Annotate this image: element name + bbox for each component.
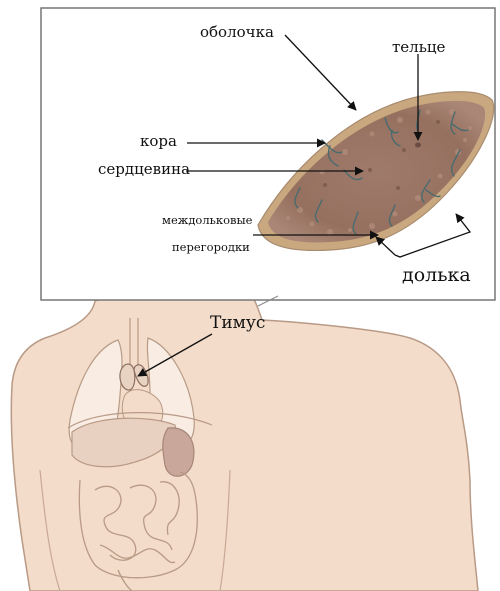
label-medulla: сердцевина <box>98 160 190 178</box>
label-thymus: Тимус <box>210 313 265 333</box>
label-capsule: оболочка <box>200 23 274 41</box>
torso-illustration <box>11 296 478 591</box>
label-cortex: кора <box>140 132 177 150</box>
label-septa-line2: перегородки <box>172 240 250 254</box>
label-lobule: долька <box>402 264 471 286</box>
label-corpuscles: тельце <box>392 38 445 56</box>
thymic-corpuscle <box>415 143 421 148</box>
label-septa-line1: междольковые <box>162 213 252 227</box>
